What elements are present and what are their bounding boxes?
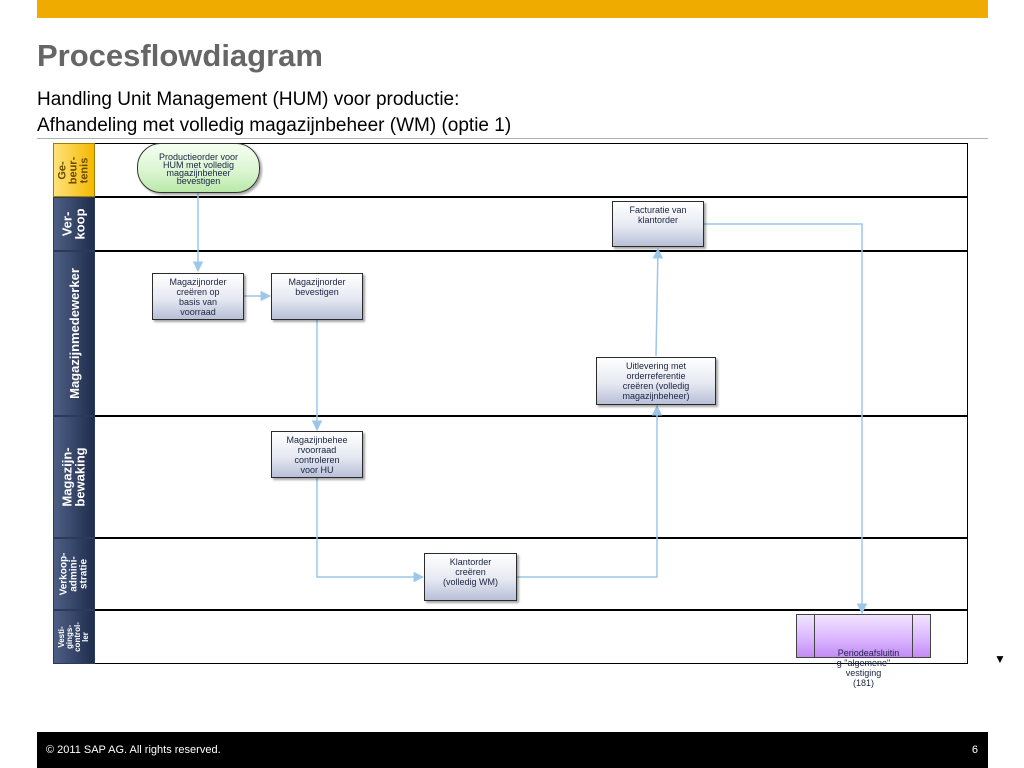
lane-label-text: Magazijnmedewerker bbox=[66, 268, 82, 399]
step-uitlevering-creeren[interactable]: Uitlevering met orderreferentie creëren … bbox=[596, 357, 716, 405]
lane-label-magazijnmedewerker: Magazijnmedewerker bbox=[53, 251, 95, 416]
lane-label-text: Ge- beur- tenis bbox=[56, 156, 91, 184]
top-accent-bar bbox=[37, 0, 988, 18]
next-slide-triangle-icon[interactable]: ▼ bbox=[994, 652, 1006, 666]
footer-bar: © 2011 SAP AG. All rights reserved. 6 bbox=[37, 732, 988, 768]
lane-label-text: Magazijn- bewaking bbox=[60, 447, 88, 507]
lane-label-magazijnbewaking: Magazijn- bewaking bbox=[53, 416, 95, 538]
lane-row-magazijnbewaking bbox=[95, 416, 968, 538]
lane-row-verkoopadministratie bbox=[95, 538, 968, 610]
lane-label-vestigingscontroller: Vesti- gings- control- ler bbox=[53, 610, 95, 664]
page-subtitle-line2: Afhandeling met volledig magazijnbeheer … bbox=[37, 115, 512, 136]
subprocess-bar-left bbox=[814, 615, 815, 657]
step-magazijnbeheer-controleren[interactable]: Magazijnbehee rvoorraad controleren voor… bbox=[271, 431, 363, 478]
lane-label-verkoop: Ver- koop bbox=[53, 197, 95, 251]
step-klantorder-creeren[interactable]: Klantorder creëren (volledig WM) bbox=[424, 553, 517, 601]
lane-label-gebeurtenis: Ge- beur- tenis bbox=[53, 143, 95, 197]
lane-label-text: Ver- koop bbox=[60, 208, 88, 240]
step-magazijnorder-bevestigen[interactable]: Magazijnorder bevestigen bbox=[271, 273, 363, 320]
title-divider bbox=[37, 138, 988, 139]
step-facturatie-klantorder[interactable]: Facturatie van klantorder bbox=[612, 201, 704, 247]
subprocess-bar-right bbox=[912, 615, 913, 657]
lane-label-text: Vesti- gings- control- ler bbox=[57, 622, 90, 652]
lane-row-verkoop bbox=[95, 197, 968, 251]
event-productieorder-bevestigen[interactable]: Productieorder voor HUM met volledig mag… bbox=[137, 143, 260, 193]
step-periodeafsluiting[interactable]: Periodeafsluitin g "algemene" vestiging … bbox=[796, 614, 931, 688]
page-title: Procesflowdiagram bbox=[37, 38, 323, 73]
page-subtitle-line1: Handling Unit Management (HUM) voor prod… bbox=[37, 89, 460, 110]
step-magazijnorder-creeren[interactable]: Magazijnorder creëren op basis van voorr… bbox=[152, 273, 244, 320]
page-number: 6 bbox=[971, 744, 978, 756]
lane-label-verkoopadministratie: Verkoop- admini- stratie bbox=[53, 538, 95, 610]
copyright-text: © 2011 SAP AG. All rights reserved. bbox=[46, 744, 221, 756]
lane-label-text: Verkoop- admini- stratie bbox=[58, 552, 90, 596]
periodeafsluiting-label: Periodeafsluitin g "algemene" vestiging … bbox=[836, 648, 900, 688]
